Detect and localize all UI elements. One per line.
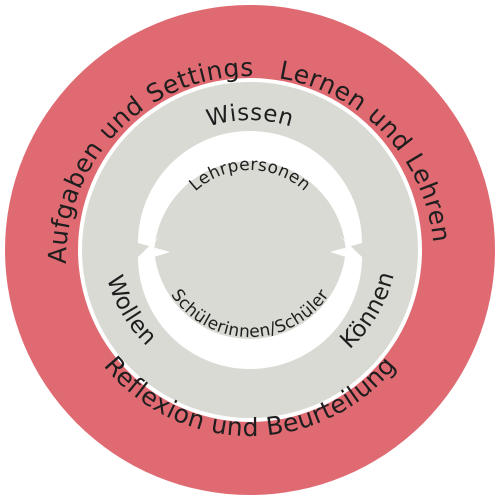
bottom-arrow (138, 236, 362, 369)
top-arrow (138, 131, 362, 257)
cycle-arrows (138, 131, 362, 369)
center-disc (172, 172, 328, 328)
